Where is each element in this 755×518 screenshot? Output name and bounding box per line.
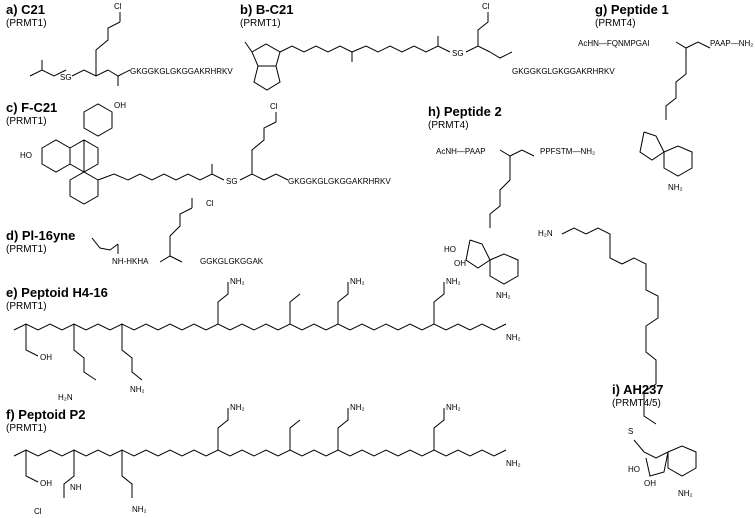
peptide2-seq2: PPFSTM—NH₂ [540, 147, 595, 156]
p2-nh2-3: NH₂ [350, 403, 365, 412]
panel-f-sub: (PRMT1) [6, 423, 47, 434]
p2-nh2-4: NH₂ [446, 403, 461, 412]
structure-peptide2: AcNH—PAAP PPFSTM—NH₂ HO OH NH₂ [436, 147, 595, 300]
structure-peptoid-h416: OH H₂N NH₂ NH₂ NH₂ NH₂ NH₂ [13, 277, 521, 402]
structure-peptoid-p2: OH NH Cl NH₂ NH₂ NH₂ NH₂ NH₂ [13, 403, 521, 516]
ah237-s: S [628, 427, 633, 436]
panel-d-sub: (PRMT1) [6, 244, 47, 255]
panel-g-sub: (PRMT4) [595, 18, 636, 29]
h416-nh2-2: NH₂ [230, 277, 245, 286]
peptide1-nh2: NH₂ [668, 183, 683, 192]
panel-g-title: g) Peptide 1 [595, 2, 669, 17]
panel-i-sub: (PRMT4/5) [612, 398, 661, 409]
structure-pl16yne: NH-HKHA Cl GGKGLGKGGAK [91, 198, 264, 266]
h416-nh2-term: NH₂ [506, 333, 521, 342]
panel-f-title: f) Peptoid P2 [6, 407, 86, 422]
fc21-seq: GKGGKGLGKGGAKRHRKV [288, 177, 391, 186]
panel-h-sub: (PRMT4) [428, 120, 469, 131]
peptide1-seq2: PAAP—NH₂ [710, 39, 753, 48]
p2-cl-label: Cl [34, 507, 42, 516]
fc21-sg-label: SG [226, 177, 238, 186]
panel-e-sub: (PRMT1) [6, 301, 47, 312]
p2-nh2-2: NH₂ [230, 403, 245, 412]
panel-h-title: h) Peptide 2 [428, 104, 502, 119]
peptide1-seq1: AcHN—FQNMPGAI [578, 39, 650, 48]
panel-a-title: a) C21 [6, 2, 46, 17]
fc21-ho-label: HO [20, 151, 32, 160]
ah237-ho: HO [628, 465, 640, 474]
bc21-sg-label: SG [452, 49, 464, 58]
p2-nh2-1: NH₂ [132, 505, 147, 514]
panel-a-sub: (PRMT1) [6, 18, 47, 29]
panel-d-title: d) Pl-16yne [6, 228, 76, 243]
fc21-oh-label: OH [114, 101, 126, 110]
structure-ah237: H₂N S HO OH NH₂ [538, 227, 697, 498]
structure-bc21: SG Cl GKGGKGLGKGGAKRHRKV [244, 2, 615, 91]
panel-e-title: e) Peptoid H4-16 [6, 285, 108, 300]
h416-nh2-4: NH₂ [446, 277, 461, 286]
h416-oh-label: OH [40, 353, 52, 362]
bc21-cl-label: Cl [482, 2, 490, 11]
ah237-nh2: NH₂ [678, 489, 693, 498]
bc21-seq: GKGGKGLGKGGAKRHRKV [512, 67, 615, 76]
ah237-h2n: H₂N [538, 229, 553, 238]
p2-nh2-term: NH₂ [506, 459, 521, 468]
structure-peptide1: AcHN—FQNMPGAI PAAP—NH₂ NH₂ [578, 39, 753, 192]
h416-nh2-1: NH₂ [130, 385, 145, 394]
structure-c21: SG Cl GKGGKGLGKGGAKRHRKV [29, 2, 233, 86]
h416-nh2-3: NH₂ [350, 277, 365, 286]
c21-sg-label: SG [60, 73, 72, 82]
peptide2-seq1: AcNH—PAAP [436, 147, 486, 156]
pl16yne-seq: GGKGLGKGGAK [200, 257, 264, 266]
pl16yne-cl-label: Cl [206, 199, 214, 208]
peptide2-ho: HO [444, 245, 456, 254]
p2-oh-label: OH [40, 479, 52, 488]
pl16yne-nhk-label: NH-HKHA [112, 257, 149, 266]
fc21-cl-label: Cl [270, 102, 278, 111]
peptide2-oh: OH [454, 259, 466, 268]
panel-c-title: c) F-C21 [6, 100, 58, 115]
panel-b-sub: (PRMT1) [240, 18, 281, 29]
p2-nh-label: NH [70, 483, 82, 492]
ah237-oh: OH [644, 479, 656, 488]
panel-b-title: b) B-C21 [240, 2, 294, 17]
peptide2-nh2: NH₂ [496, 291, 511, 300]
c21-seq: GKGGKGLGKGGAKRHRKV [130, 67, 233, 76]
h416-h2n-label: H₂N [58, 393, 73, 402]
panel-c-sub: (PRMT1) [6, 116, 47, 127]
structure-fc21: HO OH SG Cl GKGGKGLGKGGAKRHRKV [20, 101, 391, 205]
panel-i-title: i) AH237 [612, 382, 664, 397]
c21-cl-label: Cl [114, 2, 122, 11]
